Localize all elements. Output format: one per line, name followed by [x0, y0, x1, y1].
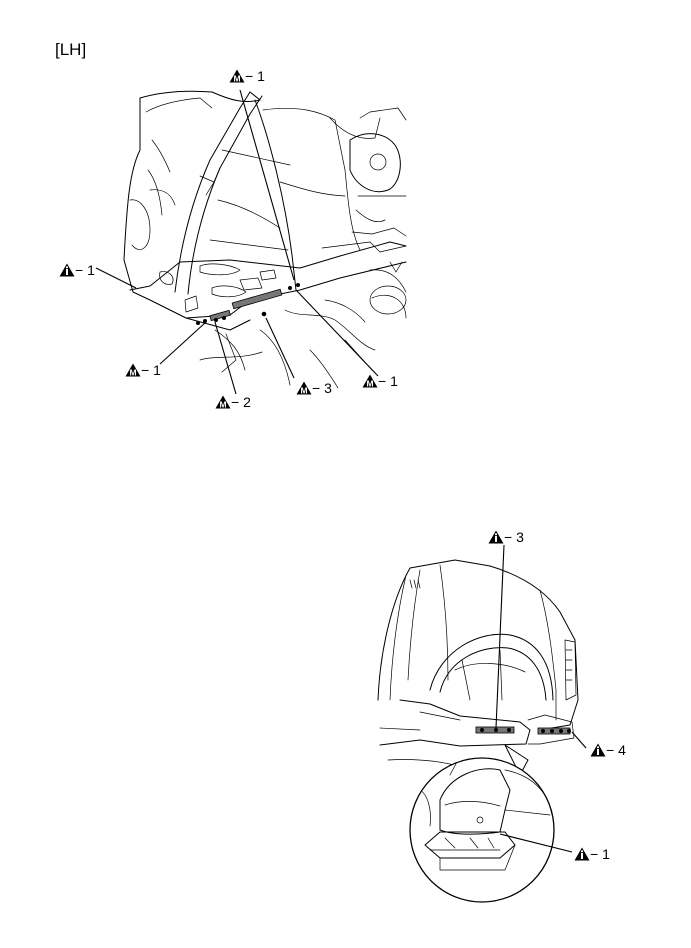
callout-text: − 2: [231, 394, 251, 410]
inspection-i-triangle-icon: [574, 847, 590, 861]
spot-weld-m-triangle-icon: [362, 374, 378, 388]
callout-text: − 3: [504, 529, 524, 545]
spot-weld-m-triangle-icon: [125, 363, 141, 377]
section-label: [LH]: [55, 40, 87, 59]
callout-f1-left: − 1: [59, 262, 95, 278]
callout-f1-top: − 1: [229, 68, 265, 84]
spot-weld-m-triangle-icon: [296, 381, 312, 395]
figure2-detail-view: [409, 757, 555, 903]
callout-f1-bottom-left: − 1: [125, 362, 161, 378]
inspection-i-triangle-icon: [59, 263, 75, 277]
spot-weld-m-triangle-icon: [215, 395, 231, 409]
callout-f1-bottom-3: − 3: [296, 380, 332, 396]
inspection-i-triangle-icon: [488, 530, 504, 544]
figure1-weld-points: [196, 283, 300, 325]
figure2-drawing: [377, 559, 579, 781]
callout-text: − 1: [75, 262, 95, 278]
zoom-connector: [504, 744, 529, 776]
callout-text: − 1: [245, 68, 265, 84]
callout-f1-bottom-2: − 2: [215, 394, 251, 410]
callout-text: − 4: [606, 742, 626, 758]
callout-f2-top: − 3: [488, 529, 524, 545]
inspection-i-triangle-icon: [590, 743, 606, 757]
spot-weld-m-triangle-icon: [229, 69, 245, 83]
figure1-drawing: [123, 90, 407, 389]
callout-f2-detail: − 1: [574, 846, 610, 862]
callout-f2-right: − 4: [590, 742, 626, 758]
figure2-weld-points: [480, 728, 571, 733]
callout-text: − 3: [312, 380, 332, 396]
callout-text: − 1: [378, 373, 398, 389]
callout-text: − 1: [590, 846, 610, 862]
figure2-leader-lines: [495, 544, 587, 853]
callout-f1-bottom-right: − 1: [362, 373, 398, 389]
callout-text: − 1: [141, 362, 161, 378]
figure1-leader-lines: [95, 89, 379, 395]
